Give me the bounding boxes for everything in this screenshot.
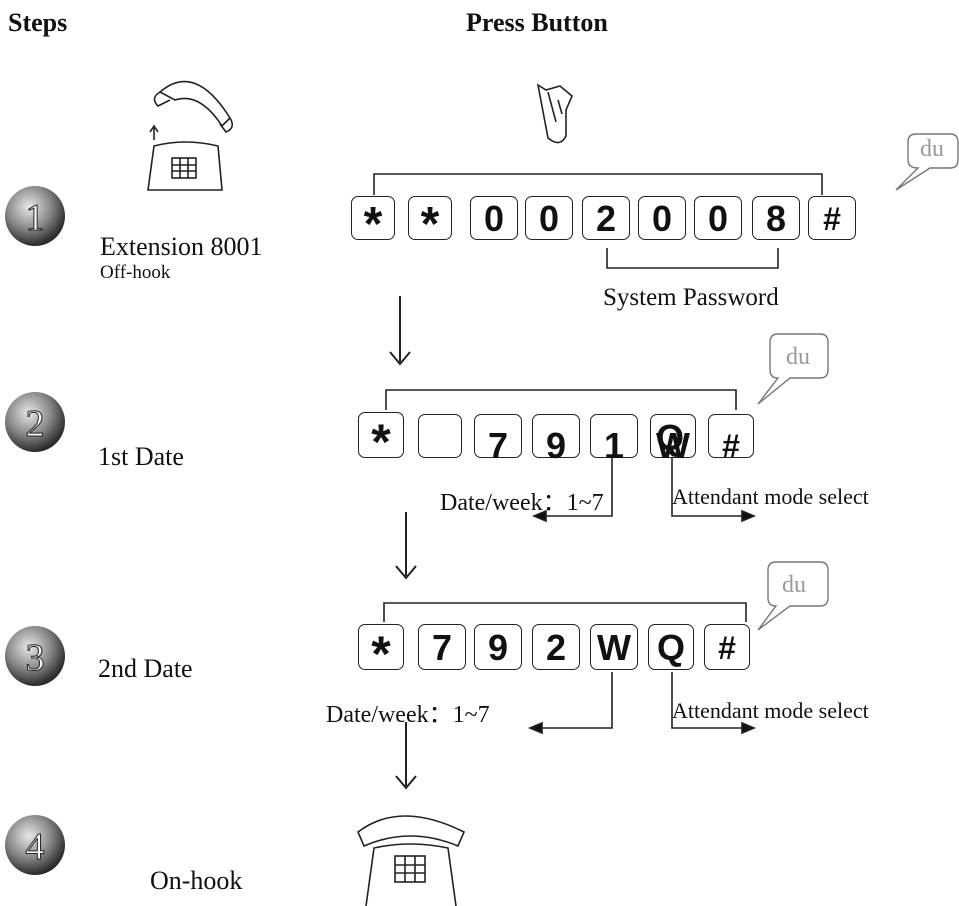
key-7[interactable]: 7: [418, 624, 466, 670]
key-8[interactable]: 8: [752, 196, 800, 240]
key-w[interactable]: W: [590, 624, 638, 670]
key-star[interactable]: *: [408, 196, 452, 251]
svg-text:1: 1: [26, 197, 45, 239]
row3-date-week-note: Date/week：1~7: [326, 702, 490, 728]
key-0[interactable]: 0: [525, 196, 573, 240]
row3-attendant-note: Attendant mode select: [672, 698, 869, 723]
row3-bubble-text: du: [782, 572, 806, 598]
key-pound[interactable]: #: [704, 624, 750, 670]
key-star[interactable]: *: [358, 412, 404, 470]
down-arrows: [389, 296, 417, 790]
finger-press-icon: [536, 83, 573, 144]
row3-note-lines: [527, 672, 757, 735]
row2-bubble: [757, 333, 829, 405]
key-star[interactable]: *: [358, 624, 404, 682]
row2-note-lines: [531, 455, 757, 523]
step-2-label: 1st Date: [98, 442, 184, 471]
step-2-badge: 2: [5, 392, 65, 452]
step-3-badge: 3: [5, 626, 65, 686]
key-pound[interactable]: #: [708, 414, 754, 464]
key-pound[interactable]: #: [808, 196, 856, 240]
key-2[interactable]: 2: [582, 196, 630, 240]
svg-text:3: 3: [26, 637, 45, 679]
step-4-label: On-hook: [150, 866, 243, 895]
step-1-badge: 1: [5, 186, 65, 246]
key-0[interactable]: 0: [470, 196, 518, 240]
svg-text:2: 2: [26, 403, 45, 445]
row1-bracket: [373, 173, 823, 269]
step-4-badge: 4: [5, 815, 65, 875]
key-9[interactable]: 9: [474, 624, 522, 670]
row3-bubble: [757, 561, 829, 631]
row2-bubble-text: du: [786, 344, 810, 370]
step-1-label: Extension 8001: [100, 232, 263, 261]
svg-text:4: 4: [26, 826, 45, 868]
key-q[interactable]: Q: [648, 624, 694, 670]
step-1-sublabel: Off-hook: [100, 262, 171, 283]
key-1[interactable]: 1: [590, 414, 638, 466]
steps-header: Steps: [8, 8, 68, 37]
key-0[interactable]: 0: [694, 196, 742, 240]
off-hook-phone-icon: [147, 80, 234, 191]
step-3-label: 2nd Date: [98, 654, 193, 683]
row2-date-week-note: Date/week：1~7: [440, 490, 604, 516]
key-blank[interactable]: [418, 414, 462, 458]
key-star[interactable]: *: [351, 196, 395, 251]
key-0[interactable]: 0: [638, 196, 686, 240]
row2-bracket: [385, 389, 737, 410]
row1-bubble: [895, 133, 959, 191]
key-9[interactable]: 9: [532, 414, 580, 466]
row1-bubble-text: du: [920, 136, 944, 162]
on-hook-phone-icon: [357, 815, 466, 906]
key-7[interactable]: 7: [474, 414, 522, 466]
key-q-label: Q: [656, 417, 685, 458]
system-password-label: System Password: [603, 284, 779, 311]
key-2[interactable]: 2: [532, 624, 580, 670]
key-w[interactable]: W: [650, 414, 696, 466]
row2-attendant-note: Attendant mode select: [672, 484, 869, 509]
press-button-header: Press Button: [466, 8, 608, 37]
row3-bracket: [383, 602, 747, 622]
